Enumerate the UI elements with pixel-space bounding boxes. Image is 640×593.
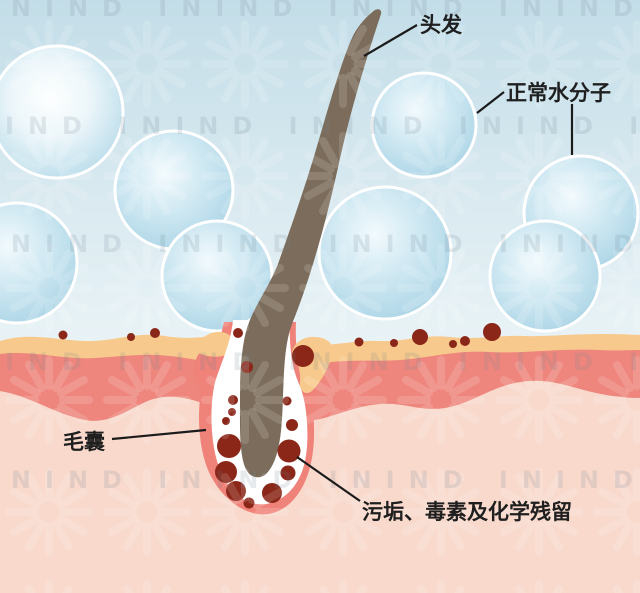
watermark-text: ININD ININD ININD ININD ININD [0,0,640,22]
follicle-leader-line [111,428,207,441]
watermark-text: ININD ININD ININD ININD ININD [0,466,640,494]
hair-leader-line [363,24,418,57]
residue-label: 污垢、毒素及化学残留 [362,500,572,524]
water-molecule-label: 正常水分子 [506,81,611,105]
hair-label: 头发 [420,13,463,37]
follicle-label: 毛囊 [63,430,105,454]
water-leader-line-left [476,91,505,114]
residue-leader-line [296,456,361,502]
leader-lines [111,24,574,502]
watermark-text: ININD ININD ININD ININD ININD [0,230,640,258]
watermark-text: ININD ININD ININD ININD ININD [0,112,640,140]
annotations: 头发 正常水分子 毛囊 污垢、毒素及化学残留 [63,13,611,524]
watermark-text: ININD ININD ININD ININD ININD [0,348,640,376]
watermark-text-rows: ININD ININD ININD ININD ININD ININD ININ… [0,0,640,494]
